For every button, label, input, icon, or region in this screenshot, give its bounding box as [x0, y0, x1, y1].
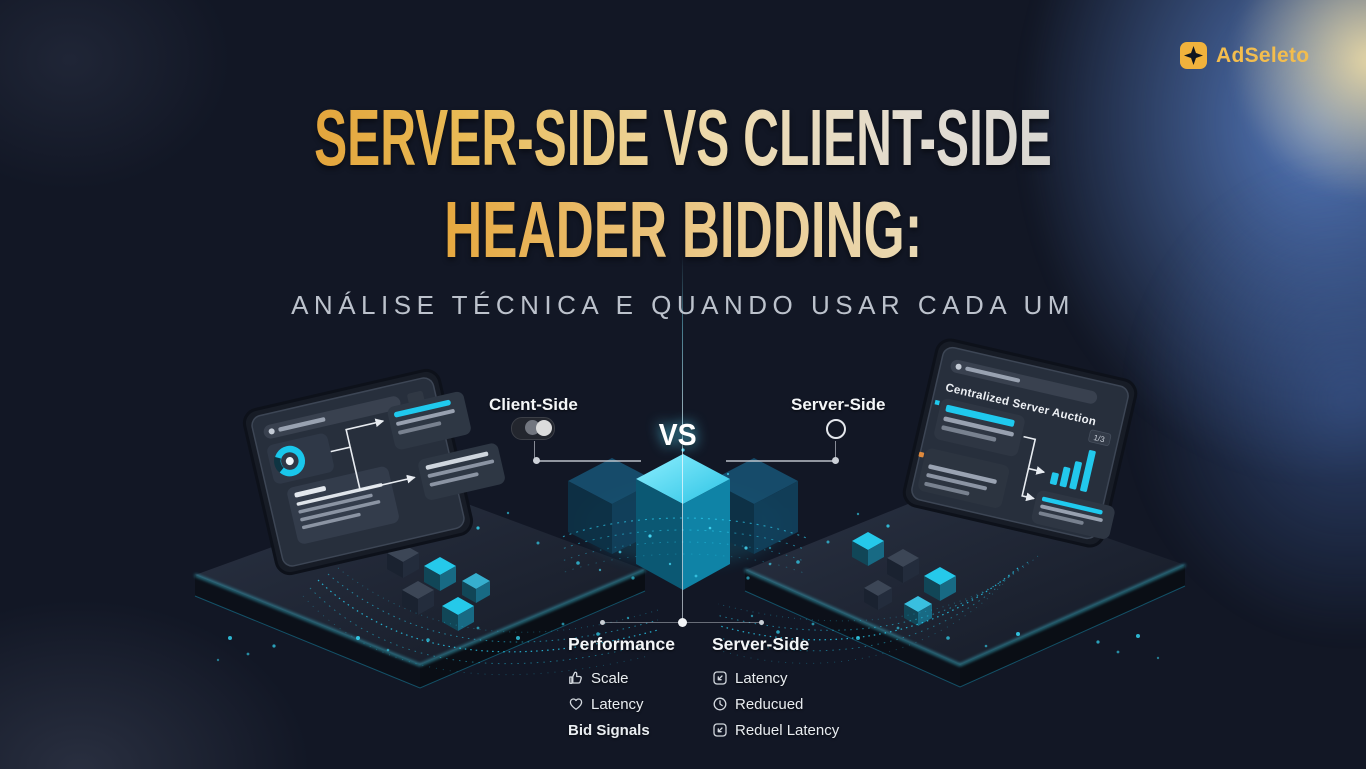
box-arrow-icon: [712, 670, 728, 686]
server-result-card: [1031, 490, 1115, 539]
list-item: Scale: [568, 665, 718, 691]
list-item-label: Reducued: [735, 695, 804, 713]
server-connector-dot: [832, 457, 839, 464]
toggle-knob: [536, 419, 552, 436]
performance-list: Performance Scale Latency Bid Signals: [568, 634, 718, 743]
left-server-cubes: [387, 544, 490, 631]
vs-orbit-arcs: [560, 517, 806, 575]
main-title-line2-text: HEADER BIDDING:: [443, 185, 923, 274]
main-title-line1: SERVER-SIDE VS CLIENT-SIDE: [0, 92, 1366, 184]
sparkle-star-icon: [1180, 42, 1207, 69]
server-dashboard-screen: Centralized Server Auction 1/3: [902, 338, 1138, 548]
server-bid-card-2: [918, 448, 1010, 508]
clock-icon: [712, 696, 728, 712]
performance-header: Performance: [568, 634, 675, 654]
list-item-label: Latency: [591, 695, 644, 713]
server-side-header: Server-Side: [712, 634, 810, 654]
main-title-line2: HEADER BIDDING:: [0, 184, 1366, 276]
heart-icon: [568, 696, 584, 712]
client-bid-card-1: [387, 391, 471, 450]
client-connector-stem: [534, 441, 535, 459]
vs-cube-main: [636, 454, 730, 590]
svg-text:1/3: 1/3: [1093, 433, 1106, 444]
vs-cube: [560, 448, 806, 590]
client-content-card: [287, 466, 399, 544]
main-title-line1-text: SERVER-SIDE VS CLIENT-SIDE: [314, 93, 1052, 182]
list-item-label: Reduel Latency: [735, 721, 840, 739]
brand-logo: AdSeleto: [1180, 42, 1309, 69]
client-dashboard-screen: [242, 368, 505, 576]
center-vertical-line: [682, 254, 683, 624]
list-item: Bid Signals: [568, 717, 718, 743]
server-side-list: Server-Side Latency Reducued: [712, 634, 862, 743]
bottom-connector-dot-center: [678, 618, 687, 627]
background-glow-bottom-left: [0, 600, 310, 769]
list-item: Reducued: [712, 691, 862, 717]
list-item-label: Bid Signals: [568, 721, 650, 739]
list-item: Latency: [712, 665, 862, 691]
bottom-connector-dot-left: [600, 620, 605, 625]
subtitle: ANÁLISE TÉCNICA E QUANDO USAR CADA UM: [291, 290, 1075, 320]
client-side-label: Client-Side: [489, 395, 578, 414]
list-item-label: Latency: [735, 669, 788, 687]
server-screen-title: Centralized Server Auction: [944, 382, 1097, 428]
server-connector-stem: [835, 441, 836, 459]
vs-cube-flanks: [568, 458, 798, 554]
client-bid-card-2: [418, 443, 505, 500]
server-flow-arrows: [1021, 435, 1046, 502]
comparison-line-right: [726, 460, 836, 462]
client-donut-panel: [267, 433, 334, 484]
title-block: SERVER-SIDE VS CLIENT-SIDE HEADER BIDDIN…: [0, 92, 1366, 321]
server-side-label: Server-Side: [791, 395, 886, 414]
brand-name: AdSeleto: [1216, 43, 1310, 67]
server-bar-chart: [1049, 450, 1096, 492]
list-item: Reduel Latency: [712, 717, 862, 743]
toggle-switch-icon: [511, 417, 555, 440]
list-item-label: Scale: [591, 669, 629, 687]
right-server-cubes: [852, 532, 956, 626]
server-bid-card-1: [934, 398, 1025, 457]
bottom-connector-dot-right: [759, 620, 764, 625]
client-flow-arrows: [330, 418, 416, 491]
box-arrow-icon: [712, 722, 728, 738]
client-browser-bar: [263, 390, 425, 439]
comparison-line-left: [537, 460, 641, 462]
vs-label: VS: [658, 417, 697, 452]
server-screen-badge: 1/3: [1088, 429, 1112, 446]
client-connector-dot: [533, 457, 540, 464]
server-browser-bar: [950, 359, 1098, 404]
list-item: Latency: [568, 691, 718, 717]
radio-circle-icon: [826, 419, 846, 439]
thumbs-up-icon: [568, 670, 584, 686]
